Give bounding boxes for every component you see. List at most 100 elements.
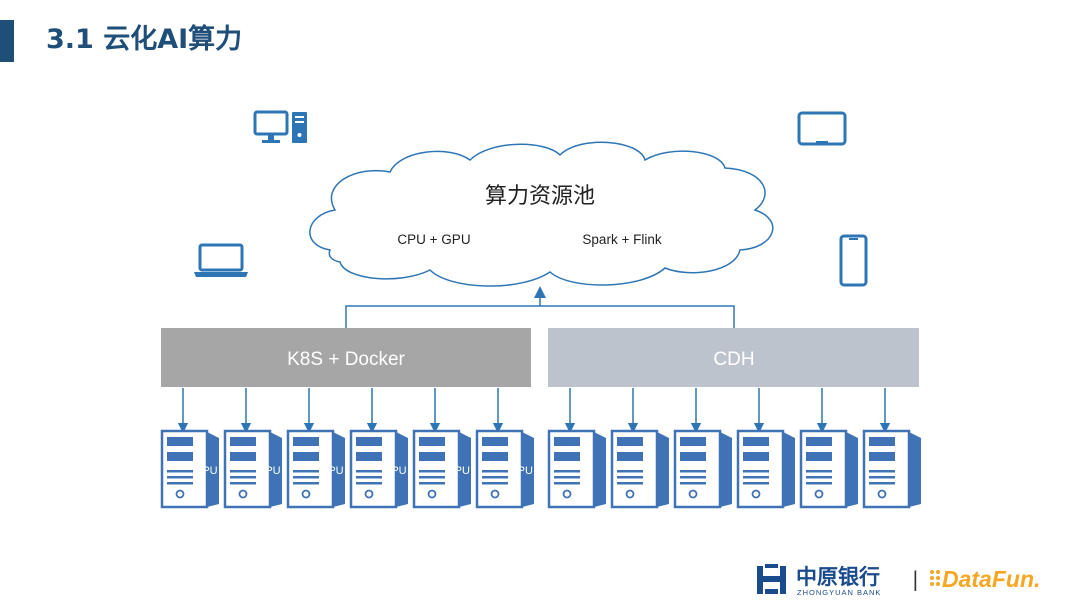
vent-line: [482, 470, 508, 473]
vent-line: [419, 482, 445, 485]
drive-bay: [554, 437, 580, 446]
vent-line: [419, 476, 445, 479]
server-type-label: CPU: [383, 465, 406, 477]
vent-line: [554, 482, 580, 485]
power-button-icon: [562, 489, 572, 499]
vent-line: [743, 482, 769, 485]
server-side: [207, 432, 219, 507]
power-button-icon: [751, 489, 761, 499]
vent-line: [230, 476, 256, 479]
drive-bay: [680, 452, 706, 461]
platform-label: CDH: [713, 349, 754, 370]
server-tower: CPU: [160, 388, 219, 509]
power-button-icon: [877, 489, 887, 499]
vent-line: [869, 476, 895, 479]
power-button-icon: [175, 489, 185, 499]
server-side: [333, 432, 345, 507]
vent-line: [680, 482, 706, 485]
platform-label: K8S + Docker: [287, 349, 405, 370]
server-tower: GPU: [475, 388, 534, 509]
vent-line: [806, 476, 832, 479]
platform-k8s-docker: K8S + Docker: [161, 328, 531, 387]
drive-bay: [167, 437, 193, 446]
drive-bay: [869, 452, 895, 461]
title-accent-bar: [0, 20, 14, 62]
partner-name: DataFun.: [942, 566, 1040, 592]
power-button-icon: [238, 489, 248, 499]
vent-line: [419, 470, 445, 473]
server-tower: CPU: [286, 388, 345, 509]
vent-line: [356, 482, 382, 485]
server-side: [909, 432, 921, 507]
power-button-icon: [625, 489, 635, 499]
vent-line: [167, 476, 193, 479]
server-tower: [673, 388, 732, 509]
vent-line: [617, 476, 643, 479]
vent-line: [806, 470, 832, 473]
datafun-logo: DataFun.: [930, 566, 1040, 592]
server-tower: [736, 388, 795, 509]
vent-line: [167, 482, 193, 485]
power-button-icon: [301, 489, 311, 499]
drive-bay: [806, 452, 832, 461]
drive-bay: [617, 452, 643, 461]
desktop-icon: [253, 110, 307, 143]
vent-line: [680, 476, 706, 479]
drive-bay: [419, 437, 445, 446]
drive-bay: [806, 437, 832, 446]
vent-line: [743, 476, 769, 479]
laptop-icon: [194, 243, 248, 277]
server-type-label: CPU: [320, 465, 343, 477]
cloud-item-compute: CPU + GPU: [397, 232, 470, 247]
server-tower: [547, 388, 606, 509]
vent-line: [293, 470, 319, 473]
datafun-dots-icon: [930, 570, 940, 586]
bank-emblem-icon: [757, 564, 786, 594]
cloud-item-engines: Spark + Flink: [582, 232, 661, 247]
drive-bay: [743, 437, 769, 446]
power-button-icon: [814, 489, 824, 499]
phone-icon: [839, 234, 868, 287]
server-tower: [799, 388, 858, 509]
server-type-label: GPU: [446, 465, 470, 477]
drive-bay: [680, 437, 706, 446]
vent-line: [356, 476, 382, 479]
resource-pool-cloud: 算力资源池 CPU + GPU Spark + Flink: [309, 141, 774, 287]
drive-bay: [743, 452, 769, 461]
vent-line: [554, 470, 580, 473]
drive-bay: [869, 437, 895, 446]
vent-line: [617, 470, 643, 473]
vent-line: [230, 482, 256, 485]
server-tower: [610, 388, 669, 509]
vent-line: [482, 476, 508, 479]
drive-bay: [230, 452, 256, 461]
drive-bay: [482, 437, 508, 446]
server-type-label: CPU: [194, 465, 217, 477]
logo-separator: |: [912, 567, 919, 591]
drive-bay: [419, 452, 445, 461]
server-side: [522, 432, 534, 507]
server-side: [594, 432, 606, 507]
vent-line: [293, 482, 319, 485]
vent-line: [617, 482, 643, 485]
cloud-title: 算力资源池: [485, 184, 595, 209]
vent-line: [167, 470, 193, 473]
server-tower: [862, 388, 921, 509]
server-type-label: GPU: [509, 465, 533, 477]
server-tower: GPU: [412, 388, 471, 509]
vent-line: [806, 482, 832, 485]
drive-bay: [293, 452, 319, 461]
page-title: 3.1 云化AI算力: [46, 24, 243, 55]
drive-bay: [167, 452, 193, 461]
power-button-icon: [688, 489, 698, 499]
vent-line: [869, 482, 895, 485]
drive-bay: [554, 452, 580, 461]
drive-bay: [617, 437, 643, 446]
vent-line: [869, 470, 895, 473]
platform-cdh: CDH: [548, 328, 919, 387]
platform-connector: [345, 286, 735, 328]
drive-bay: [356, 437, 382, 446]
zhongyuan-bank-logo: 中原银行 ZHONGYUAN BANK: [757, 564, 880, 597]
vent-line: [293, 476, 319, 479]
